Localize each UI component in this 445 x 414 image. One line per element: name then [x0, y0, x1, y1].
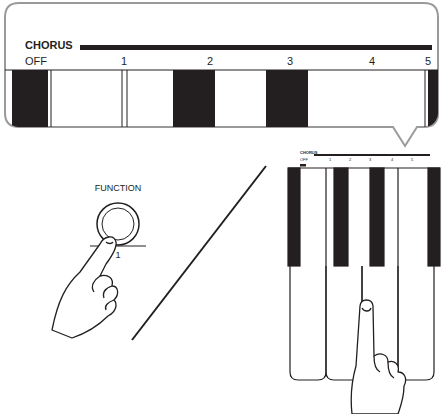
option-number: 1 [329, 158, 331, 162]
button-label: FUNCTION [95, 184, 142, 193]
option-label: OFF [300, 158, 308, 162]
divider-line [132, 166, 266, 340]
option-number: 3 [287, 56, 293, 67]
option-number: 5 [425, 56, 431, 67]
option-number: 3 [369, 158, 371, 162]
option-number: 1 [121, 56, 127, 67]
option-number: 4 [369, 56, 375, 67]
button-number: 1 [115, 251, 120, 260]
option-number: 2 [349, 158, 351, 162]
hand [52, 237, 118, 338]
callout-box [5, 3, 438, 146]
option-label: OFF [25, 56, 47, 67]
group-title: CHORUS [300, 151, 317, 155]
enlarged-keys [5, 70, 438, 127]
hand [351, 300, 405, 414]
option-number: 2 [207, 56, 213, 67]
group-title: CHORUS [25, 40, 73, 51]
option-number: 5 [411, 158, 413, 162]
option-number: 4 [391, 158, 393, 162]
function-button [90, 203, 146, 246]
range-bar [80, 45, 432, 50]
